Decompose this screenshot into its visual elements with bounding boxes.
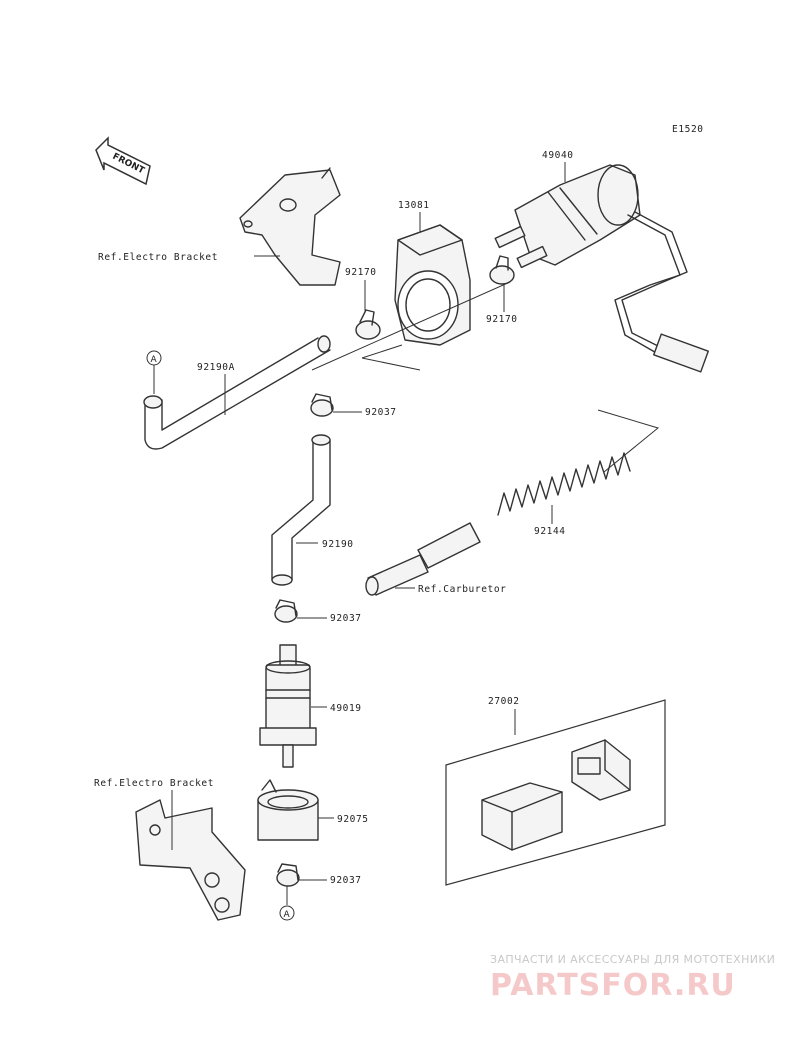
relay-kit-panel bbox=[445, 699, 666, 886]
fuel-pump-49040 bbox=[494, 164, 709, 373]
ref-carburetor-label: Ref.Carburetor bbox=[418, 584, 506, 595]
part-49040-label: 49040 bbox=[542, 150, 574, 161]
part-92037-lower-label: 92037 bbox=[330, 875, 362, 886]
part-92170-right-label: 92170 bbox=[486, 314, 518, 325]
clamp-92037-lower bbox=[276, 863, 300, 887]
carburetor-fitting bbox=[365, 522, 481, 596]
relay-unit bbox=[481, 782, 563, 851]
part-92190a-label: 92190A bbox=[197, 362, 235, 373]
electro-bracket-top bbox=[239, 167, 341, 286]
spring-92144 bbox=[497, 452, 631, 516]
clamp-92170-right bbox=[489, 255, 515, 285]
watermark: ЗАПЧАСТИ И АКСЕССУАРЫ ДЛЯ МОТОТЕХНИКИ PA… bbox=[490, 953, 775, 1003]
assembly-guide-line bbox=[311, 281, 511, 371]
clamp-92037-upper bbox=[310, 393, 334, 417]
connector-mark-a-top: A bbox=[146, 350, 162, 366]
relay-connector bbox=[571, 739, 631, 801]
electro-bracket-bottom bbox=[135, 799, 246, 921]
part-92170-left-label: 92170 bbox=[345, 267, 377, 278]
hose-92190a bbox=[143, 335, 331, 450]
assembly-guide-line bbox=[597, 409, 660, 473]
clamp-92170-left bbox=[355, 309, 381, 340]
filter-holder-92075 bbox=[257, 779, 319, 841]
watermark-logo: PARTSFOR.RU bbox=[490, 968, 736, 1003]
hose-92190 bbox=[271, 434, 331, 586]
part-92075-label: 92075 bbox=[337, 814, 369, 825]
clamp-92037-middle bbox=[274, 599, 298, 623]
part-92190-label: 92190 bbox=[322, 539, 354, 550]
part-92144-label: 92144 bbox=[534, 526, 566, 537]
part-92037-middle-label: 92037 bbox=[330, 613, 362, 624]
svg-text:A: A bbox=[151, 355, 158, 365]
fuel-filter-49019 bbox=[259, 644, 317, 768]
connector-mark-a-bottom: A bbox=[279, 905, 295, 921]
part-92037-upper-label: 92037 bbox=[365, 407, 397, 418]
ref-electro-bracket-bottom-label: Ref.Electro Bracket bbox=[94, 778, 214, 789]
front-arrow-icon: FRONT bbox=[95, 136, 151, 186]
part-13081-label: 13081 bbox=[398, 200, 430, 211]
diagram-code: E1520 bbox=[672, 124, 704, 135]
svg-text:A: A bbox=[284, 910, 291, 920]
watermark-tagline: ЗАПЧАСТИ И АКСЕССУАРЫ ДЛЯ МОТОТЕХНИКИ bbox=[490, 953, 775, 966]
assembly-guide-line bbox=[361, 357, 421, 371]
ref-electro-bracket-top-label: Ref.Electro Bracket bbox=[98, 252, 218, 263]
part-49019-label: 49019 bbox=[330, 703, 362, 714]
part-27002-label: 27002 bbox=[488, 696, 520, 707]
assembly-guide-line bbox=[361, 344, 403, 359]
pump-bracket-13081 bbox=[394, 224, 471, 346]
